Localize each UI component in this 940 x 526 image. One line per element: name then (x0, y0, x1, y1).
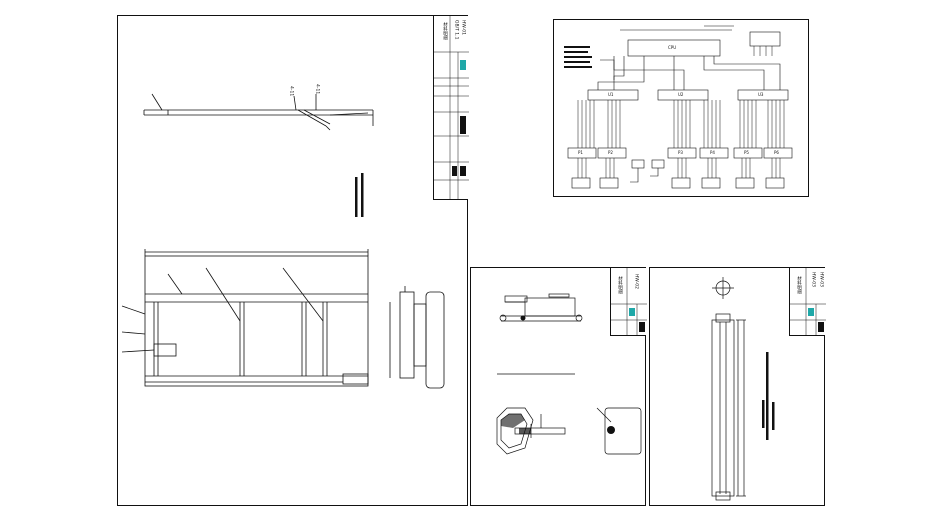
title-block-heading: 材料明细 (442, 22, 448, 40)
title-block-heading: 材料明细 (617, 276, 623, 294)
wiring-schematic (564, 25, 793, 189)
title-block-code: HW-03 (810, 272, 816, 288)
title-block-grid (611, 268, 647, 336)
ic-label: P2 (608, 150, 613, 155)
callout-note: 4-11 (288, 86, 294, 97)
drawing-sheet-part-detail: 材料明细 HW-02 (470, 267, 647, 506)
part-detail-drawing (496, 293, 642, 455)
ic-label: U2 (678, 92, 684, 97)
drawing-sheet-assembly: 材料明细 GB/T 1.1 HW-01 4-11 4-11 (117, 15, 469, 506)
title-block-code: HW-03 (818, 272, 824, 288)
callout-note: 4-11 (314, 84, 320, 95)
frame-elevation-view (121, 249, 369, 387)
bracket-view (143, 93, 374, 131)
ic-label: P5 (744, 150, 749, 155)
schematic-legend (564, 46, 592, 68)
drawing-sheet-schematic: CPU U1 U2 U3 P1 P2 P3 P4 P5 P6 (553, 19, 809, 197)
wire-bundles (577, 46, 785, 178)
title-block-heading: 材料明细 (796, 276, 802, 294)
title-block-part-detail: 材料明细 HW-02 (610, 268, 647, 336)
title-block-code: GB/T 1.1 (453, 20, 459, 40)
title-block-shaft: 材料明细 HW-03 HW-03 (789, 268, 826, 336)
title-block-assembly: 材料明细 GB/T 1.1 HW-01 (433, 16, 469, 200)
ic-label: U1 (608, 92, 614, 97)
drawing-sheet-shaft: 材料明细 HW-03 HW-03 (649, 267, 826, 506)
title-block-grid (434, 16, 469, 200)
ic-label: U3 (758, 92, 764, 97)
ic-label: P3 (678, 150, 683, 155)
assembly-drawing (121, 93, 445, 389)
title-block-code: HW-01 (460, 20, 466, 36)
ic-label: CPU (668, 45, 677, 50)
ic-label: P4 (710, 150, 715, 155)
shaft-drawing (711, 277, 775, 501)
ic-label: P6 (774, 150, 779, 155)
frame-side-view (389, 286, 445, 389)
title-block-code: HW-02 (633, 274, 639, 290)
title-block-grid (790, 268, 826, 336)
ic-label: P1 (578, 150, 583, 155)
